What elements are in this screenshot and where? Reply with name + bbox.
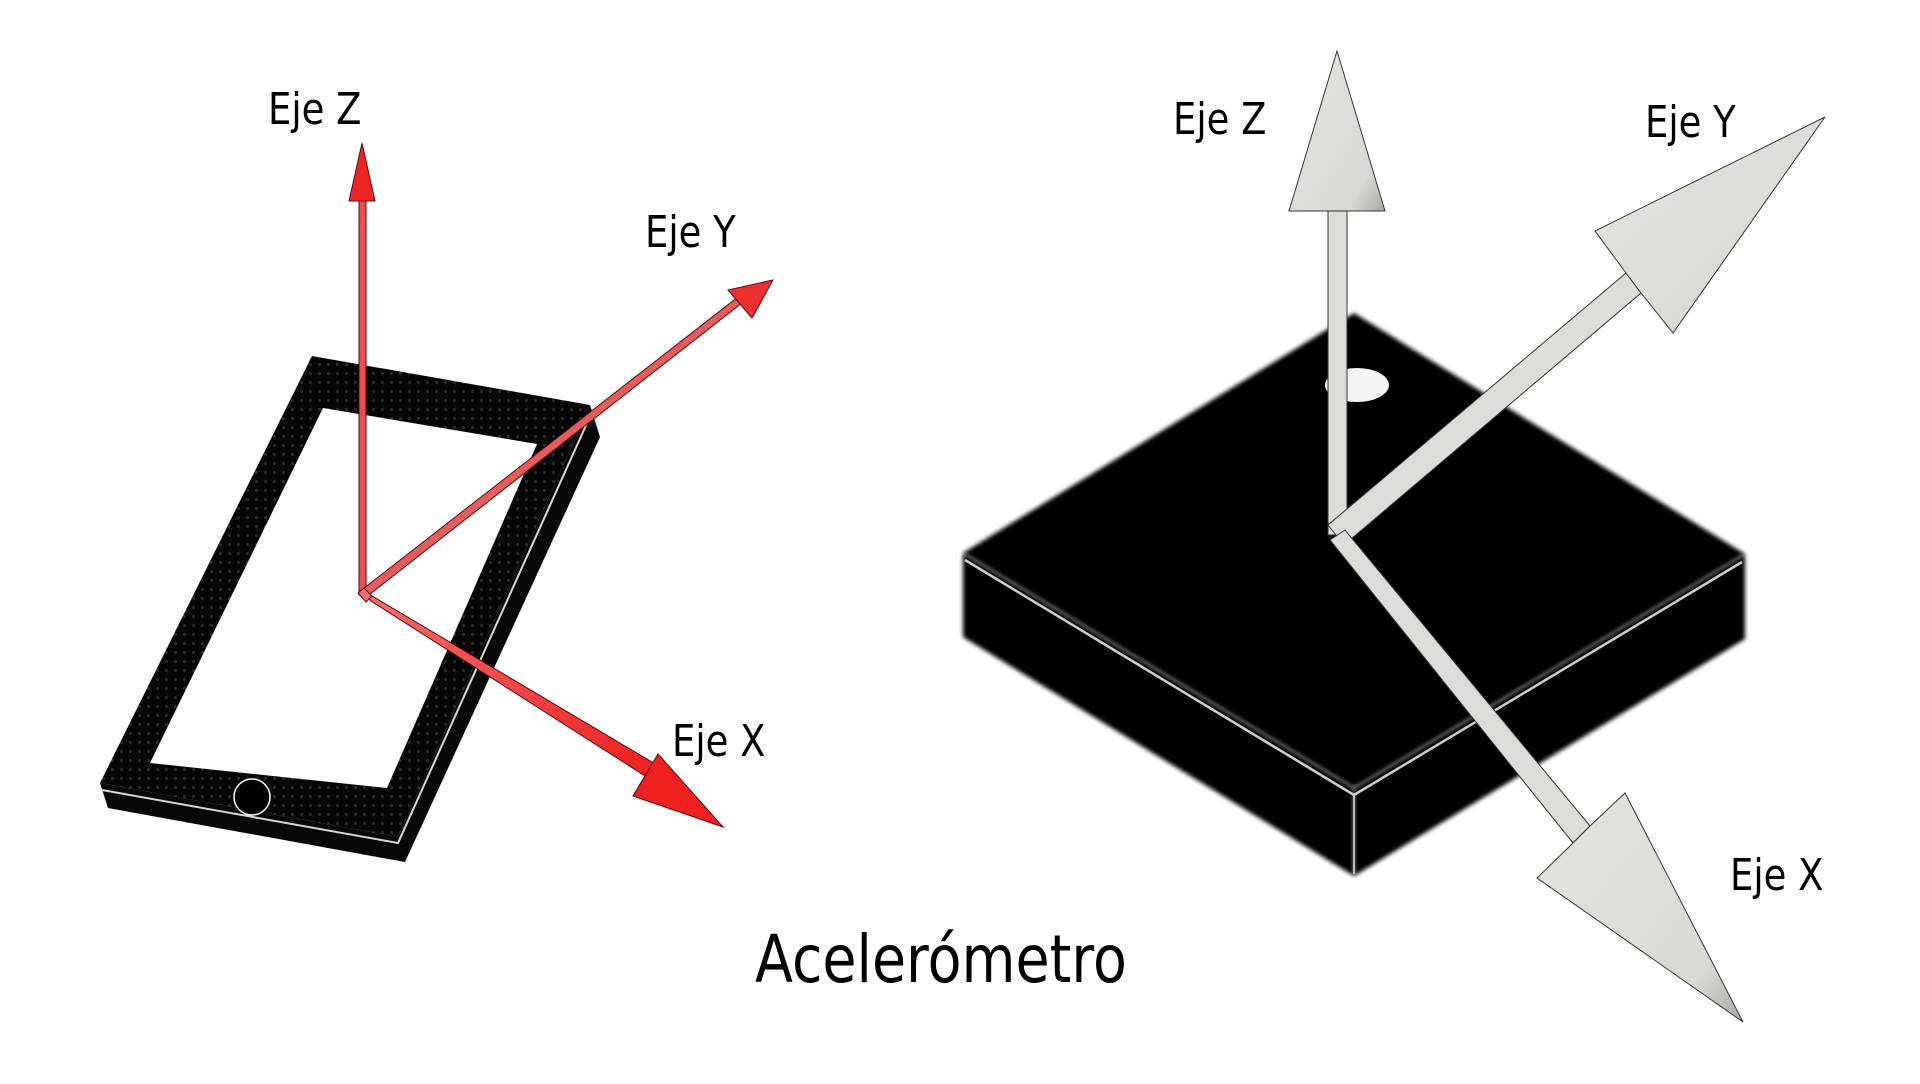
- chip-axes: [1288, 49, 1826, 1023]
- phone-y-axis-label: Eje Y: [645, 207, 736, 258]
- chip-left-face: [963, 553, 1354, 876]
- diagram-title: Acelerómetro: [755, 921, 1127, 998]
- phone-z-axis-label: Eje Z: [268, 84, 362, 135]
- phone-screen: [150, 408, 537, 788]
- phone-x-axis-label: Eje X: [672, 716, 766, 767]
- chip-y-axis-label: Eje Y: [1645, 97, 1736, 148]
- phone-edge-highlight: [101, 411, 593, 845]
- smartphone-illustration: [100, 356, 600, 862]
- accelerometer-chip-illustration: [963, 313, 1745, 876]
- phone-axes-origin: [357, 587, 373, 603]
- phone-axes: [348, 142, 774, 829]
- phone-side-depth: [100, 405, 600, 862]
- phone-home-button: [233, 778, 271, 816]
- chip-z-axis-label: Eje Z: [1173, 94, 1267, 145]
- chip-x-axis-arrow: [1329, 529, 1744, 1023]
- chip-right-face: [1354, 554, 1745, 876]
- chip-x-axis-label: Eje X: [1730, 850, 1824, 901]
- chip-z-axis-arrow: [1288, 49, 1386, 536]
